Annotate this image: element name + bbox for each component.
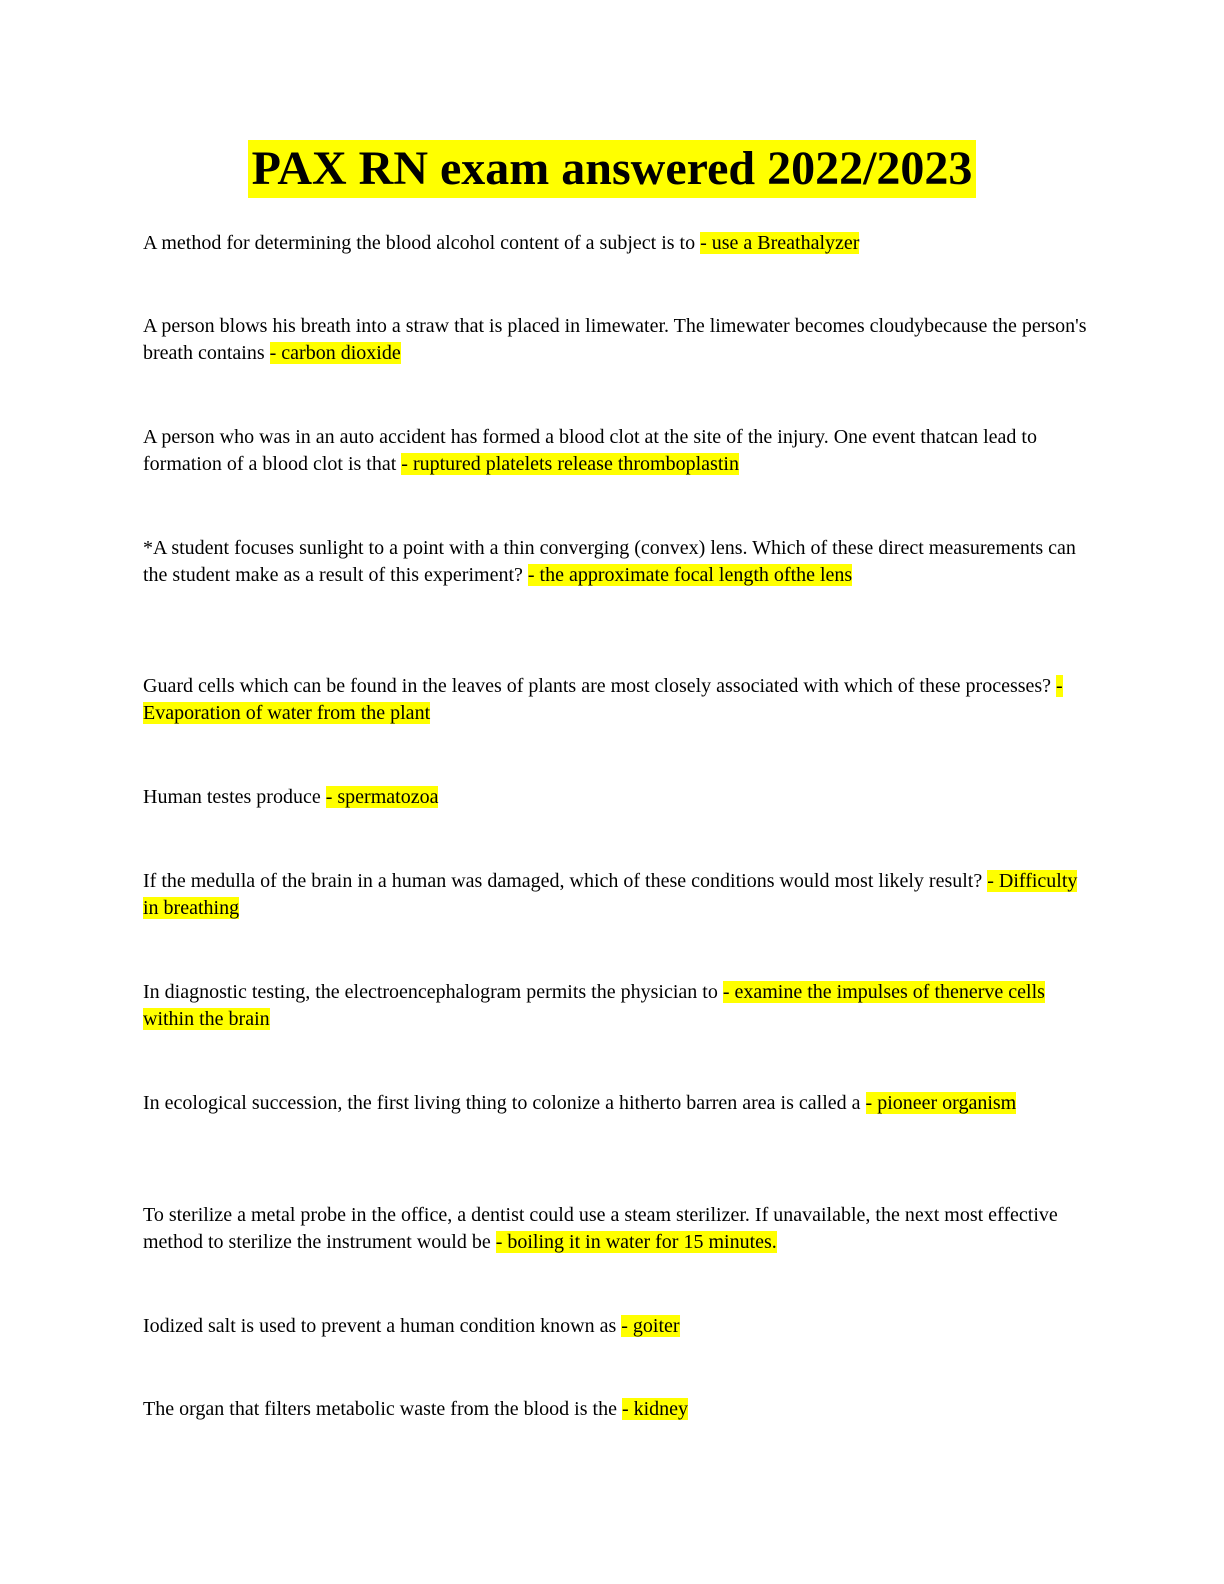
answer-highlight: - the approximate focal length ofthe len… — [527, 564, 853, 586]
question-text: In ecological succession, the first livi… — [143, 1092, 866, 1114]
question-text: Iodized salt is used to prevent a human … — [143, 1315, 622, 1337]
qa-item-12: The organ that filters metabolic waste f… — [143, 1396, 1088, 1423]
qa-item-9: In ecological succession, the first livi… — [143, 1090, 1088, 1117]
answer-highlight: - boiling it in water for 15 minutes. — [495, 1231, 777, 1253]
title-wrapper: PAX RN exam answered 2022/2023 — [0, 140, 1224, 198]
question-text: *A student focuses sunlight to a point w… — [143, 537, 1076, 586]
question-text: A method for determining the blood alcoh… — [143, 232, 701, 254]
answer-highlight: - carbon dioxide — [269, 342, 401, 364]
qa-item-1: A method for determining the blood alcoh… — [143, 230, 1088, 257]
qa-item-7: If the medulla of the brain in a human w… — [143, 868, 1088, 922]
qa-item-4: *A student focuses sunlight to a point w… — [143, 535, 1088, 589]
answer-highlight: - pioneer organism — [865, 1092, 1017, 1114]
qa-item-10: To sterilize a metal probe in the office… — [143, 1202, 1088, 1256]
question-text: The organ that filters metabolic waste f… — [143, 1398, 622, 1420]
question-text: Guard cells which can be found in the le… — [143, 675, 1057, 697]
question-text: Human testes produce — [143, 786, 326, 808]
qa-item-11: Iodized salt is used to prevent a human … — [143, 1313, 1088, 1340]
qa-item-8: In diagnostic testing, the electroenceph… — [143, 979, 1088, 1033]
answer-highlight: - ruptured platelets release thromboplas… — [401, 453, 739, 475]
document-title: PAX RN exam answered 2022/2023 — [247, 140, 977, 198]
question-text: In diagnostic testing, the electroenceph… — [143, 981, 723, 1003]
qa-item-3: A person who was in an auto accident has… — [143, 424, 1088, 478]
question-text: If the medulla of the brain in a human w… — [143, 870, 988, 892]
answer-highlight: - kidney — [621, 1398, 689, 1420]
qa-item-6: Human testes produce - spermatozoa — [143, 784, 1088, 811]
answer-highlight: - spermatozoa — [325, 786, 439, 808]
qa-item-2: A person blows his breath into a straw t… — [143, 313, 1088, 367]
answer-highlight: - use a Breathalyzer — [700, 232, 860, 254]
answer-highlight: - goiter — [621, 1315, 680, 1337]
qa-item-5: Guard cells which can be found in the le… — [143, 673, 1088, 727]
question-text: A person who was in an auto accident has… — [143, 426, 1037, 475]
question-text: To sterilize a metal probe in the office… — [143, 1204, 1058, 1253]
question-text: A person blows his breath into a straw t… — [143, 315, 1087, 364]
